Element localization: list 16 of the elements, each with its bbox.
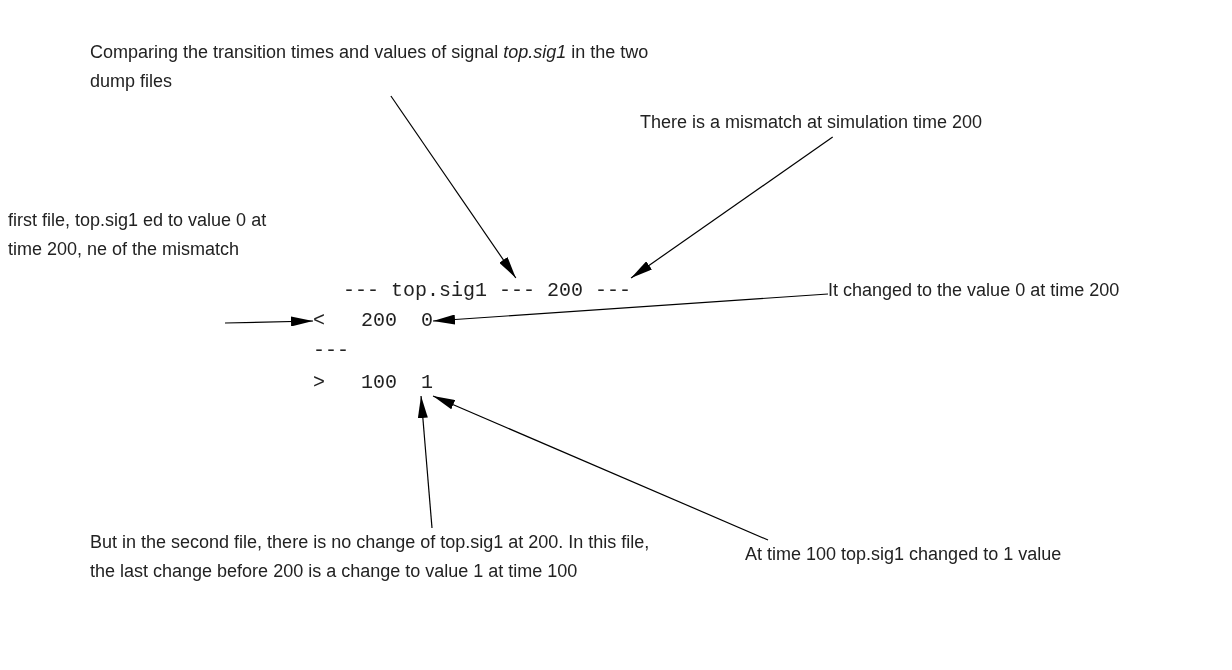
arrow xyxy=(417,395,433,529)
code-line: --- xyxy=(313,338,349,364)
code-line: --- top.sig1 --- 200 --- xyxy=(343,278,632,304)
arrow xyxy=(432,395,769,541)
annotation-text: Comparing the transition times and values of signal top.sig1 in the two dump files xyxy=(90,38,680,96)
arrow xyxy=(630,136,834,279)
arrow xyxy=(432,293,829,325)
arrow xyxy=(224,316,314,327)
annotation-text: first file, top.sig1 ed to value 0 at time 200, ne of the mismatch xyxy=(8,206,298,264)
code-line: > 100 1 xyxy=(313,370,434,396)
annotation-text: At time 100 top.sig1 changed to 1 value xyxy=(745,540,1205,569)
annotation-text: But in the second file, there is no change of top.sig1 at 200. In this file, the last change before 200 is a change to value 1 at time 100 xyxy=(90,528,660,586)
annotation-text: It changed to the value 0 at time 200 xyxy=(828,276,1218,305)
code-line: < 200 0 xyxy=(313,308,434,334)
annotation-text: There is a mismatch at simulation time 200 xyxy=(640,108,1110,137)
arrow xyxy=(390,95,517,279)
